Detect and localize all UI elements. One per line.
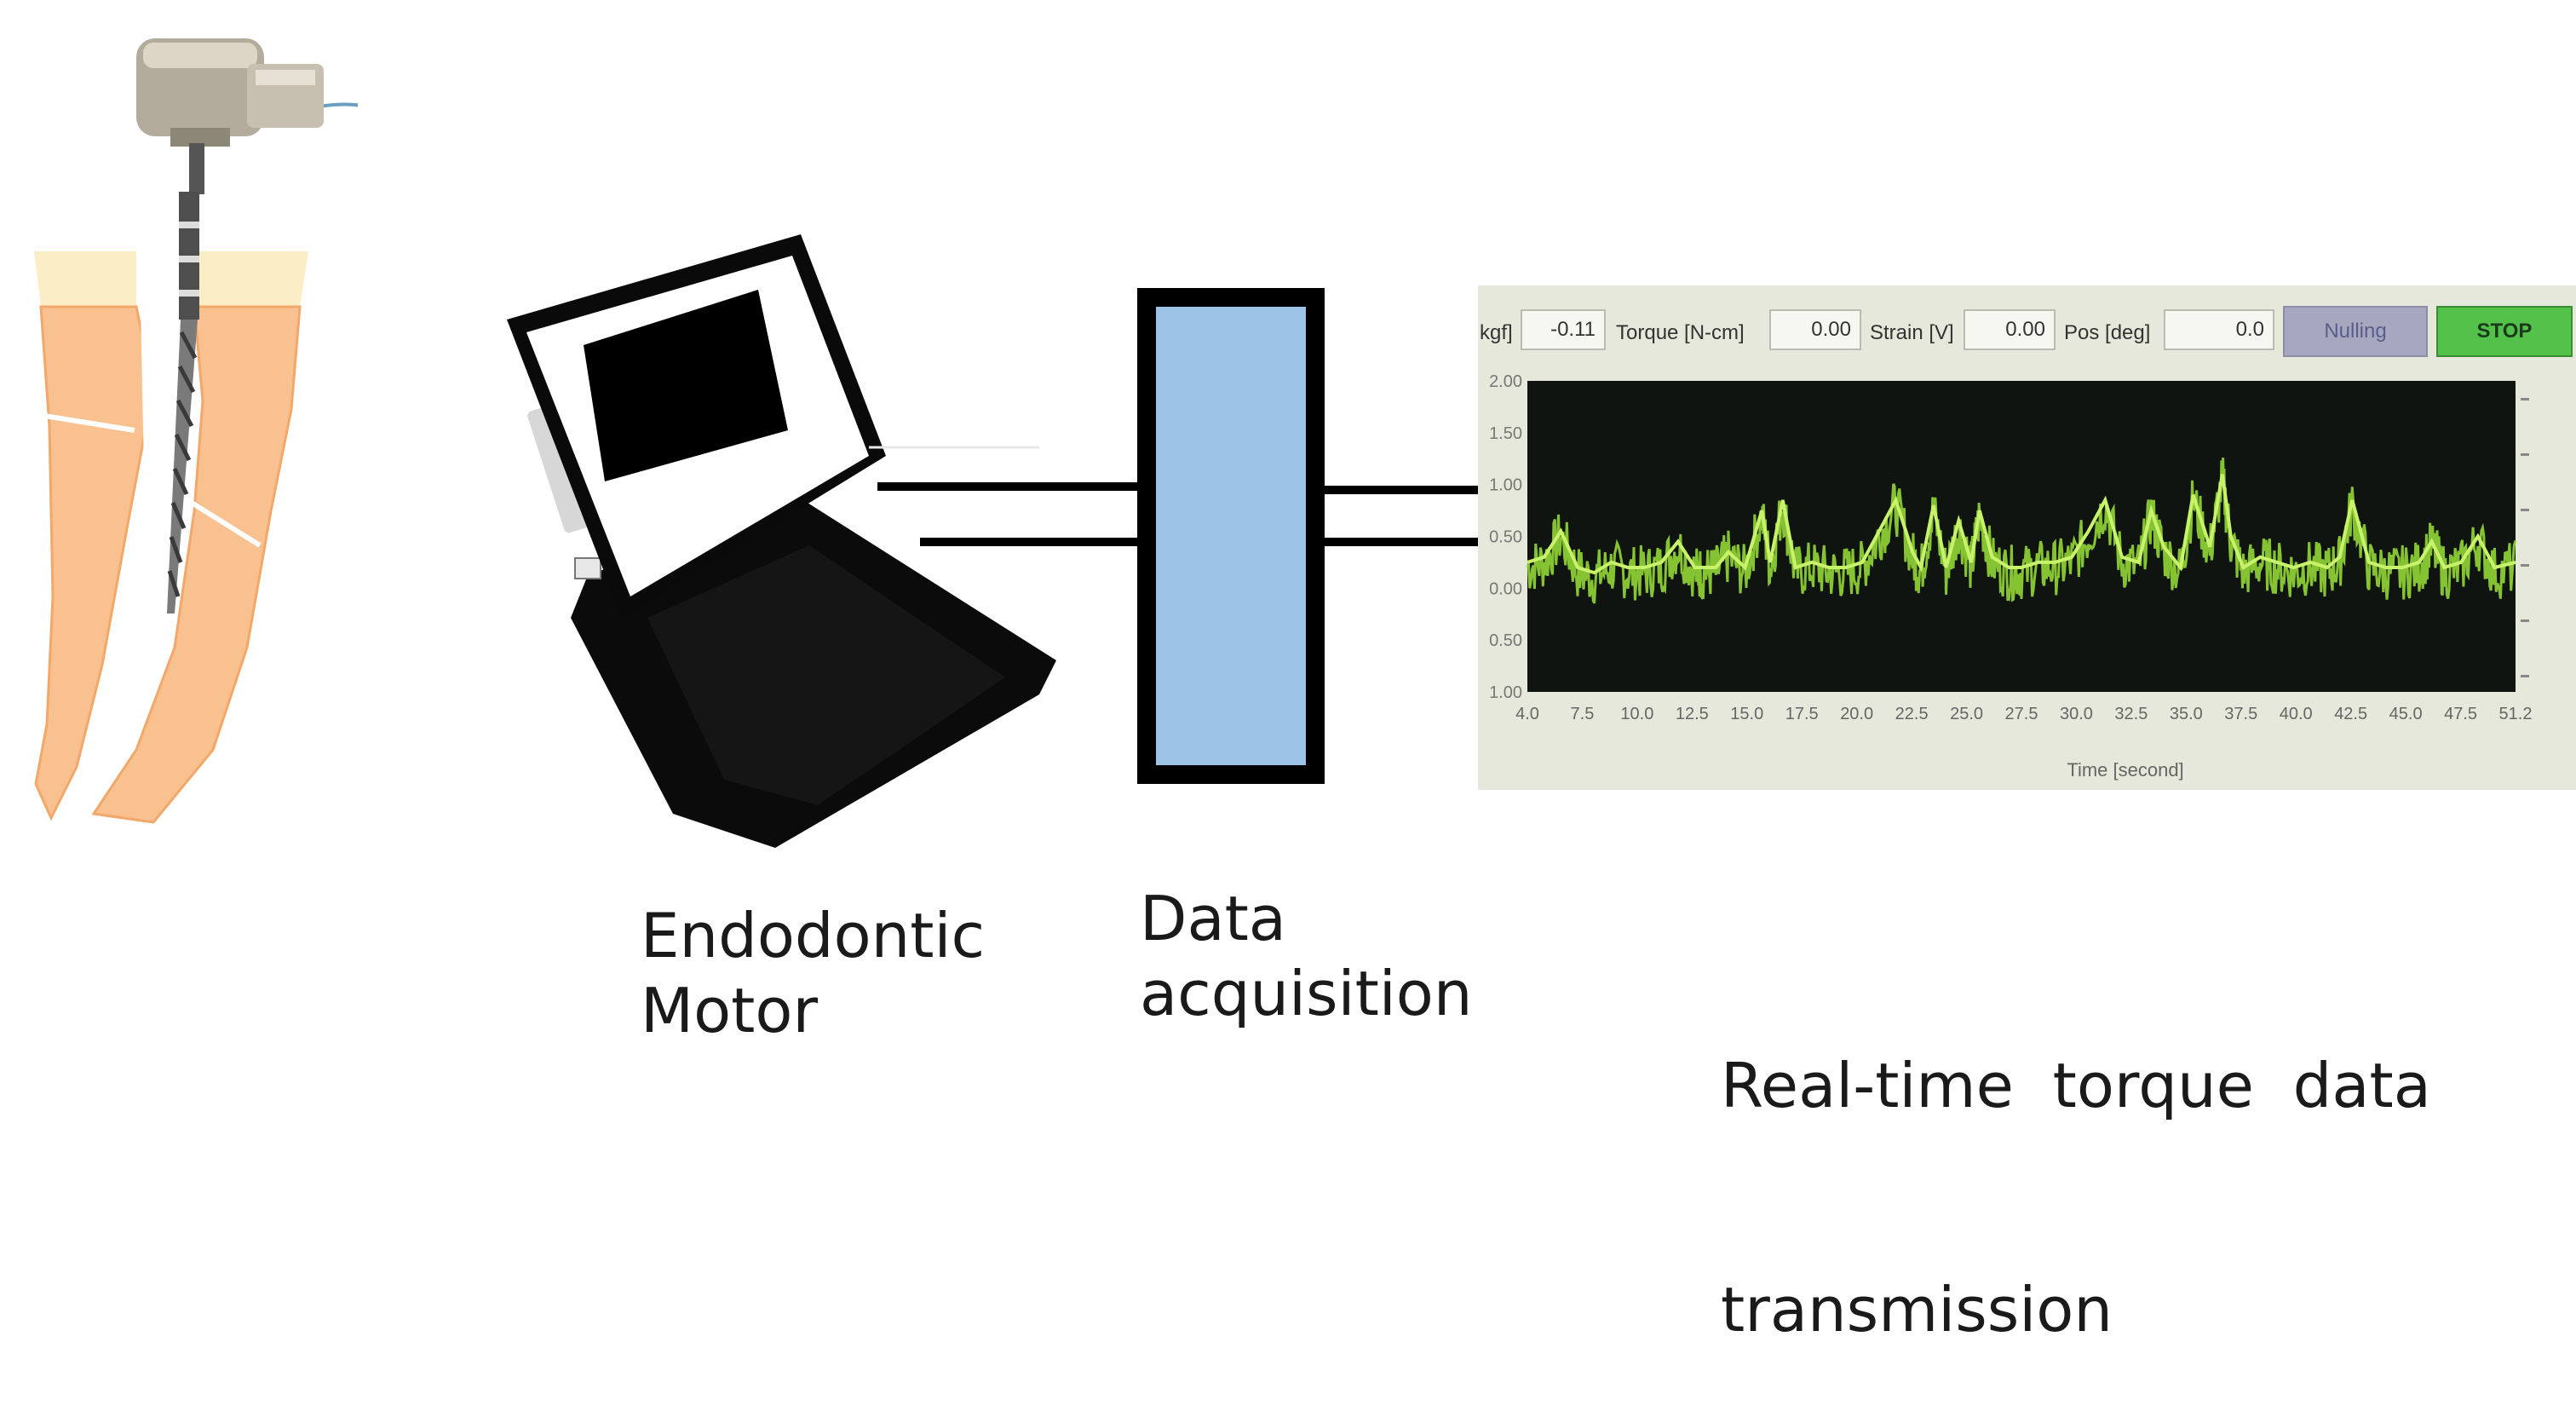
y-tick-label: 0.00: [1489, 579, 1522, 598]
connector-line-daq-screen-bottom: [1325, 538, 1482, 546]
handpiece-icon: [136, 38, 324, 194]
right-axis-tick: [2521, 453, 2529, 456]
nulling-button[interactable]: Nulling: [2283, 306, 2428, 357]
endodontic-motor-icon: [507, 234, 1056, 848]
y-tick-label: 2.00: [1489, 372, 1522, 391]
x-tick-label: 25.0: [1950, 705, 1983, 723]
x-tick-label: 20.0: [1840, 705, 1873, 723]
motor-caption-line2: Motor: [641, 974, 819, 1046]
right-axis-tick: [2521, 398, 2529, 400]
torque-series-line: [1527, 474, 2516, 575]
x-tick-label: 17.5: [1785, 705, 1819, 723]
partial-field-label: kgf]: [1480, 321, 1513, 344]
x-tick-label: 22.5: [1895, 705, 1929, 723]
transmission-caption-line2: transmission: [1721, 1274, 2113, 1346]
connector-line-motor-daq-top: [877, 482, 1137, 491]
x-tick-label: 27.5: [2005, 705, 2038, 723]
x-tick-label: 42.5: [2334, 705, 2367, 723]
right-axis-tick: [2521, 675, 2529, 677]
x-tick-label: 12.5: [1676, 705, 1709, 723]
motor-caption: Endodontic Motor: [641, 899, 985, 1049]
x-tick-label: 30.0: [2060, 705, 2093, 723]
x-tick-label: 7.5: [1571, 705, 1595, 723]
x-axis-label: Time [second]: [2067, 759, 2184, 781]
tooth-root-left: [34, 305, 155, 821]
torque-chart: 2.00 1.50 1.00 0.50 0.00 0.50 1.00 4.0 7.5 10.0 12…: [1489, 372, 2533, 723]
motor-caption-line1: Endodontic: [641, 900, 986, 971]
connector-line-motor-daq-bottom: [920, 538, 1137, 546]
tooth-root-right: [91, 305, 302, 824]
pos-label: Pos [deg]: [2064, 321, 2151, 344]
y-tick-label: 0.50: [1489, 528, 1522, 547]
y-tick-label: 1.50: [1489, 424, 1522, 443]
torque-series-noise: [1526, 458, 2517, 604]
motor-cable: [319, 102, 358, 108]
y-tick-label: 1.00: [1489, 476, 1522, 495]
transmission-caption: Real-time torque data transmission: [1721, 899, 2431, 1423]
right-axis-tick: [2521, 564, 2529, 567]
x-tick-label: 15.0: [1730, 705, 1763, 723]
x-tick-label: 40.0: [2280, 705, 2313, 723]
torque-value: 0.00: [1769, 309, 1861, 350]
daq-caption-line2: acquisition: [1140, 957, 1473, 1029]
y-tick-label: 1.00: [1489, 683, 1522, 702]
daq-caption: Data acquisition: [1140, 882, 1472, 1032]
pos-value: 0.0: [2164, 309, 2274, 350]
right-axis-tick: [2521, 619, 2529, 622]
x-tick-label: 4.0: [1515, 705, 1539, 723]
plot-background: [1527, 381, 2516, 692]
x-tick-label: 10.0: [1620, 705, 1653, 723]
right-axis-tick: [2521, 509, 2529, 511]
strain-value: 0.00: [1964, 309, 2056, 350]
data-acquisition-box: [1137, 288, 1325, 784]
x-tick-label: 35.0: [2170, 705, 2203, 723]
x-tick-label: 45.0: [2389, 705, 2423, 723]
stop-button[interactable]: STOP: [2436, 306, 2573, 357]
connector-line-daq-screen-top: [1325, 486, 1482, 494]
torque-monitor-screen: kgf] -0.11 Torque [N-cm] 0.00 Strain [V]…: [1478, 285, 2576, 790]
x-tick-label: 51.2: [2499, 705, 2533, 723]
torque-label: Torque [N-cm]: [1616, 321, 1745, 344]
daq-caption-line1: Data: [1140, 883, 1286, 954]
root-canal-illustration: [34, 38, 358, 824]
partial-field-value: -0.11: [1521, 309, 1606, 350]
x-tick-label: 37.5: [2224, 705, 2257, 723]
strain-label: Strain [V]: [1870, 321, 1954, 344]
endodontic-file-icon: [167, 192, 199, 614]
x-tick-label: 47.5: [2444, 705, 2477, 723]
x-tick-label: 32.5: [2114, 705, 2148, 723]
y-tick-label: 0.50: [1489, 631, 1522, 650]
